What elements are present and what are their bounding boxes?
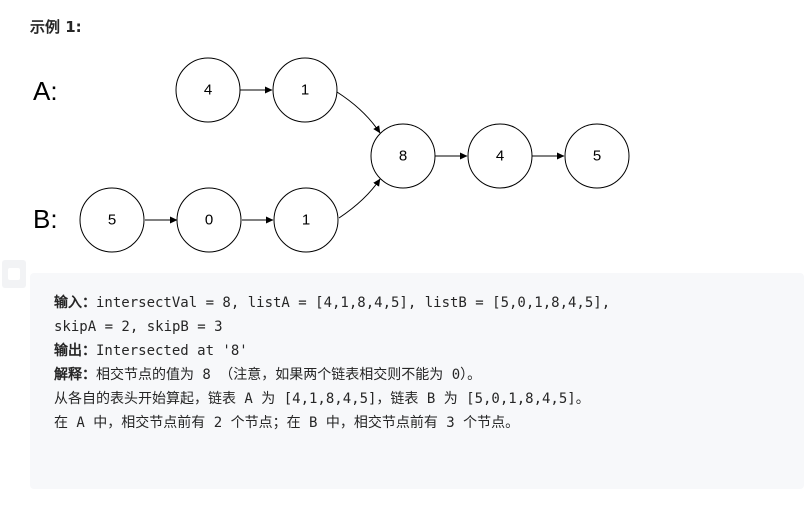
explanation-line-3: 在 A 中，相交节点前有 2 个节点；在 B 中，相交节点前有 3 个节点。 — [54, 415, 520, 431]
node-a2-value: 1 — [301, 82, 309, 99]
node-a1: 4 — [175, 57, 241, 123]
copy-code-icon[interactable] — [2, 260, 26, 288]
input-label: 输入： — [54, 295, 96, 311]
list-b-label: B: — [33, 204, 58, 234]
edge-b3-c1 — [338, 178, 381, 219]
node-c1: 8 — [370, 123, 436, 189]
example-code-block: 输入：intersectVal = 8, listA = [4,1,8,4,5]… — [30, 273, 804, 489]
input-continuation-line: skipA = 2, skipB = 3 — [54, 319, 223, 335]
node-b1: 5 — [79, 187, 145, 253]
node-c1-value: 8 — [399, 148, 407, 165]
example-title: 示例 1: — [30, 18, 82, 36]
input-line: 输入：intersectVal = 8, listA = [4,1,8,4,5]… — [54, 291, 804, 315]
input-value: intersectVal = 8, listA = [4,1,8,4,5], l… — [96, 295, 611, 311]
node-b2-value: 0 — [205, 212, 213, 229]
edges — [145, 86, 565, 224]
explanation-label: 解释： — [54, 367, 96, 383]
node-b3-value: 1 — [302, 212, 310, 229]
edge-a2-c1 — [336, 91, 381, 134]
node-c3-value: 5 — [593, 148, 601, 165]
explanation-line: 解释：相交节点的值为 8 （注意，如果两个链表相交则不能为 0）。 — [54, 363, 804, 387]
node-a2: 1 — [272, 57, 338, 123]
node-b1-value: 5 — [108, 212, 116, 229]
node-c2-value: 4 — [496, 148, 504, 165]
linked-list-diagram: A: B: 4 1 8 4 5 — [33, 57, 630, 253]
node-b2: 0 — [176, 187, 242, 253]
output-line: 输出：Intersected at '8' — [54, 339, 804, 363]
node-a1-value: 4 — [204, 82, 212, 99]
output-label: 输出： — [54, 343, 96, 359]
node-c3: 5 — [564, 123, 630, 189]
explanation-line-2: 从各自的表头开始算起，链表 A 为 [4,1,8,4,5]，链表 B 为 [5,… — [54, 391, 590, 407]
explanation-text: 相交节点的值为 8 （注意，如果两个链表相交则不能为 0）。 — [96, 367, 482, 383]
output-value: Intersected at '8' — [96, 343, 248, 359]
list-a-label: A: — [33, 76, 58, 106]
node-c2: 4 — [467, 123, 533, 189]
node-b3: 1 — [273, 187, 339, 253]
